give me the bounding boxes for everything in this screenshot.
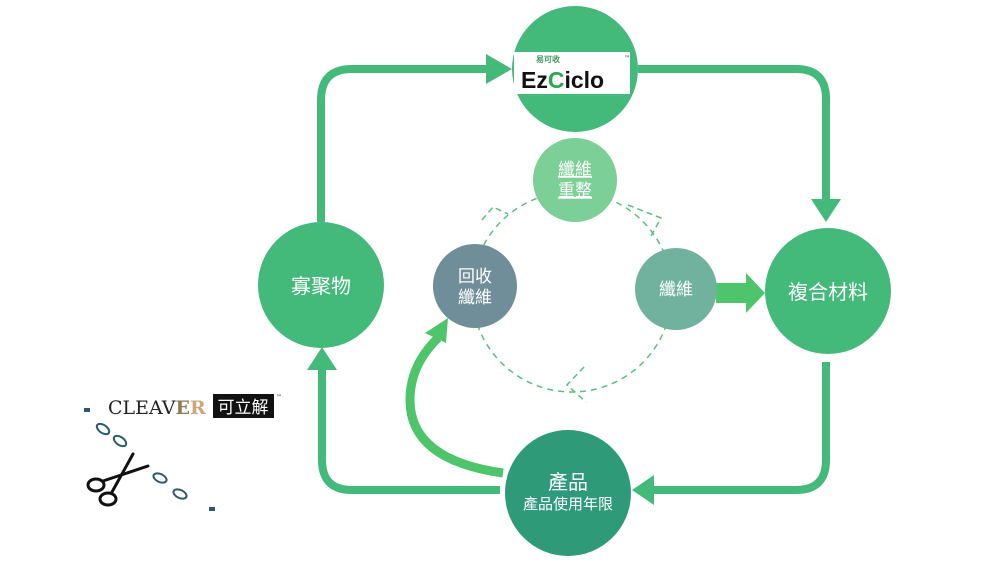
arrowhead-to-oligomer — [307, 347, 337, 370]
arrow-product-to-recycle — [405, 334, 504, 478]
ezciclo-prefix: Ez — [521, 67, 548, 93]
arrowhead-to-product — [632, 475, 654, 505]
arrowhead-to-recycle — [425, 318, 448, 343]
cleaver-logo: CLEAVER 可立解 ™ — [84, 394, 282, 511]
node-recycle-line2: 纖維 — [458, 288, 492, 308]
node-fiber: 纖維 — [635, 248, 717, 330]
arrow-product-to-oligomer — [318, 368, 500, 494]
arrowhead-to-composite — [811, 199, 841, 222]
node-fiber-regroup-line1: 纖維 — [558, 160, 592, 180]
node-composite: 複合材料 — [765, 228, 891, 354]
arrowhead-to-ezciclo — [486, 54, 512, 84]
arrow-fiber-to-composite — [716, 273, 765, 313]
cut-line — [84, 408, 215, 511]
arrow-composite-to-product — [652, 362, 830, 494]
cleaver-tm: ™ — [276, 394, 282, 401]
node-fiber-regroup-line2: 重整 — [558, 181, 592, 201]
arrow-oligomer-to-ezciclo — [317, 65, 488, 222]
arrow-ezciclo-to-composite — [638, 65, 830, 200]
dashed-arrowhead-top-left — [481, 206, 509, 221]
cleaver-r: R — [190, 397, 206, 419]
cleaver-e: E — [176, 397, 190, 419]
dashed-arrowhead-top-right — [627, 204, 663, 239]
node-product-title: 產品 — [548, 470, 588, 494]
node-recycle-line1: 回收 — [458, 267, 492, 287]
cleaver-cn-box — [213, 394, 274, 418]
node-oligomer: 寡聚物 — [258, 222, 384, 348]
node-product: 產品 產品使用年限 — [505, 430, 631, 556]
outer-cycle-connectors — [307, 54, 841, 505]
ezciclo-logo-text: EzCiclo — [521, 67, 604, 93]
dashed-arrowhead-bottom — [565, 366, 587, 403]
node-recycle-fiber: 回收 纖維 — [433, 244, 517, 328]
ezciclo-logo-box — [514, 52, 630, 94]
node-ezciclo: 易可收 EzCiclo ™ — [512, 6, 638, 132]
scissors-icon — [86, 452, 150, 507]
ezciclo-c: C — [548, 67, 565, 93]
cleaver-prefix: CLEAV — [108, 397, 176, 419]
node-composite-label: 複合材料 — [788, 280, 868, 304]
cleaver-wordmark: CLEAVER — [108, 397, 206, 419]
ezciclo-small-label: 易可收 — [536, 54, 560, 64]
node-oligomer-label: 寡聚物 — [291, 274, 351, 298]
cleaver-cn-text: 可立解 — [218, 398, 269, 418]
ezciclo-tm: ™ — [624, 55, 630, 62]
node-product-subtitle: 產品使用年限 — [523, 495, 613, 513]
ezciclo-suffix: iclo — [564, 67, 604, 93]
node-fiber-regroup: 纖維 重整 — [533, 138, 617, 222]
node-fiber-label: 纖維 — [659, 280, 693, 300]
